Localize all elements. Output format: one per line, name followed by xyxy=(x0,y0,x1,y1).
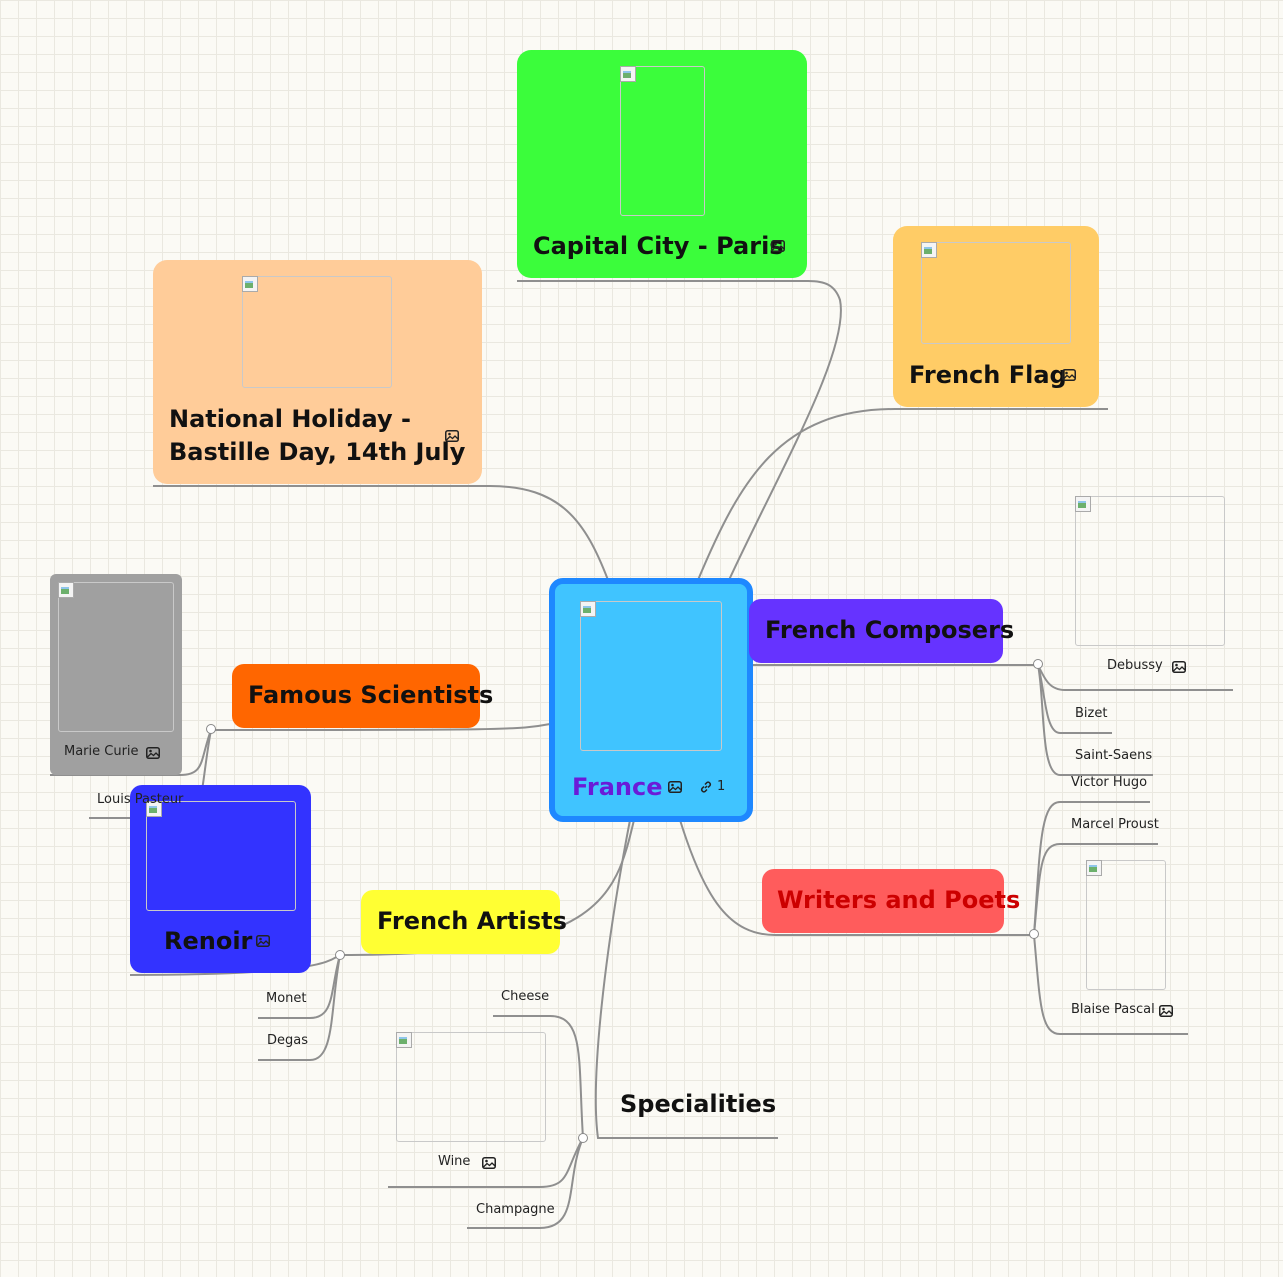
renoir-node[interactable]: Renoir xyxy=(130,785,311,973)
curie-image xyxy=(58,582,174,732)
wine-label: Wine xyxy=(438,1154,471,1169)
image-icon xyxy=(256,935,270,947)
louis-pasteur-label[interactable]: Louis Pasteur xyxy=(97,792,184,807)
wine-image xyxy=(396,1032,546,1142)
wine-node[interactable]: Wine xyxy=(390,1030,555,1185)
image-icon xyxy=(668,781,682,793)
composers-connector[interactable] xyxy=(1033,659,1043,669)
national-holiday-node[interactable]: National Holiday - Bastille Day, 14th Ju… xyxy=(153,260,482,484)
france-image xyxy=(580,601,722,751)
artists-label: French Artists xyxy=(377,907,567,935)
specialities-label[interactable]: Specialities xyxy=(620,1090,777,1118)
marcel-proust-label[interactable]: Marcel Proust xyxy=(1071,817,1159,832)
composers-label: French Composers xyxy=(765,616,1015,644)
cheese-label[interactable]: Cheese xyxy=(501,989,550,1004)
debussy-node[interactable]: Debussy xyxy=(1065,494,1235,689)
capital-label: Capital City - Paris xyxy=(533,232,784,260)
french-artists-node[interactable]: French Artists xyxy=(361,890,567,954)
scientists-connector[interactable] xyxy=(206,724,216,734)
renoir-image xyxy=(146,801,296,911)
champagne-label[interactable]: Champagne xyxy=(476,1202,555,1217)
writers-connector[interactable] xyxy=(1029,929,1039,939)
writers-poets-node[interactable]: Writers and Poets xyxy=(762,869,1020,933)
degas-label[interactable]: Degas xyxy=(267,1033,308,1048)
image-icon xyxy=(1172,661,1186,673)
blaise-pascal-node[interactable]: Blaise Pascal xyxy=(1065,858,1190,1033)
link-count: 1 xyxy=(717,779,726,794)
french-composers-node[interactable]: French Composers xyxy=(749,599,1014,663)
monet-label[interactable]: Monet xyxy=(266,991,307,1006)
france-central-node[interactable]: France 1 xyxy=(549,578,753,822)
debussy-label: Debussy xyxy=(1107,658,1163,673)
image-icon xyxy=(771,240,785,252)
image-icon xyxy=(1062,369,1076,381)
flag-label: French Flag xyxy=(909,361,1067,389)
holiday-image xyxy=(242,276,392,388)
debussy-image xyxy=(1075,496,1225,646)
famous-scientists-node[interactable]: Famous Scientists xyxy=(232,664,493,728)
curie-label: Marie Curie xyxy=(64,744,139,759)
holiday-label-line1: National Holiday - xyxy=(169,405,411,433)
victor-hugo-label[interactable]: Victor Hugo xyxy=(1071,775,1148,790)
holiday-label-line2: Bastille Day, 14th July xyxy=(169,438,466,466)
marie-curie-node[interactable]: Marie Curie xyxy=(50,574,182,775)
bizet-label[interactable]: Bizet xyxy=(1075,706,1108,721)
image-icon xyxy=(1159,1005,1173,1017)
image-icon xyxy=(482,1157,496,1169)
renoir-label: Renoir xyxy=(164,927,253,955)
image-icon xyxy=(445,430,459,442)
france-label: France xyxy=(572,773,663,801)
pascal-image xyxy=(1086,860,1166,990)
writers-label: Writers and Poets xyxy=(777,886,1021,914)
artists-connector[interactable] xyxy=(335,950,345,960)
saint-saens-label[interactable]: Saint-Saens xyxy=(1075,748,1153,763)
pascal-label: Blaise Pascal xyxy=(1071,1002,1155,1017)
scientists-label: Famous Scientists xyxy=(248,681,494,709)
capital-city-node[interactable]: Capital City - Paris xyxy=(517,50,807,278)
image-icon xyxy=(146,747,160,759)
flag-image xyxy=(921,242,1071,344)
capital-image xyxy=(620,66,705,216)
specialities-connector[interactable] xyxy=(578,1133,588,1143)
link-icon[interactable] xyxy=(699,780,713,794)
french-flag-node[interactable]: French Flag xyxy=(893,226,1099,407)
